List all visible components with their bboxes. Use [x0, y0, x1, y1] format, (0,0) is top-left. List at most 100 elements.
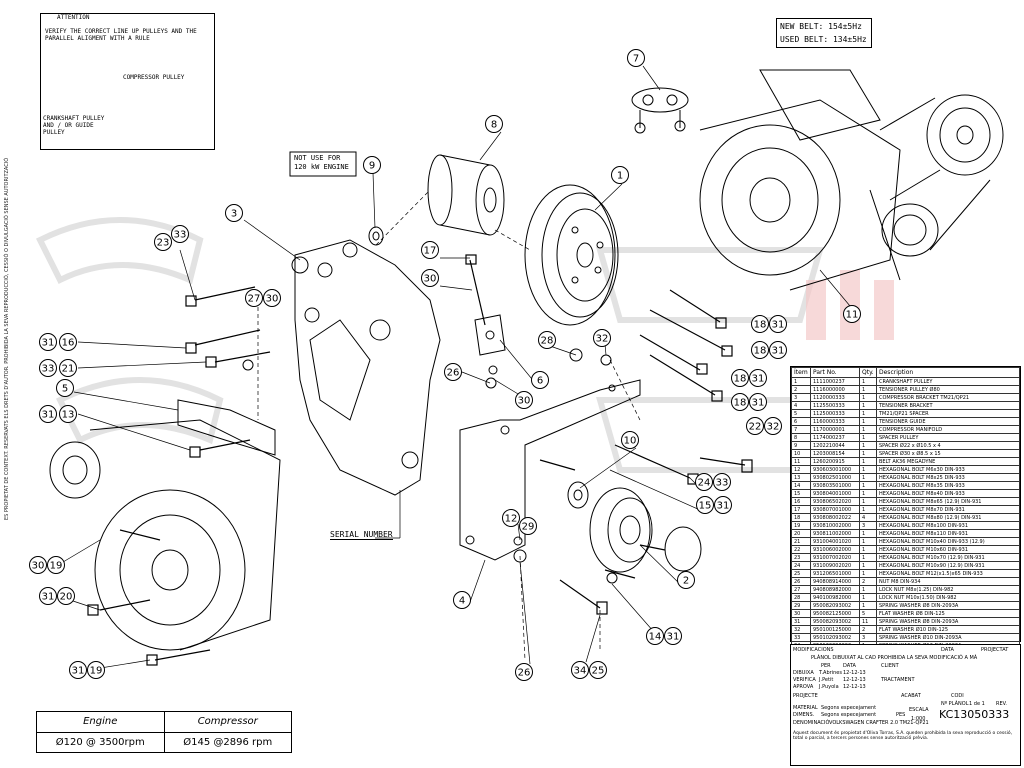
- callout-number: 31: [772, 346, 785, 357]
- tb-per-1: T.Abrines: [819, 670, 842, 676]
- part-item: 22: [791, 545, 811, 554]
- title-block: MODIFICACIONS DATA PROJECTAT PLÀNOL DIBU…: [790, 644, 1021, 766]
- callout-balloon: 18: [731, 369, 749, 387]
- part-description: HEXAGONAL BOLT M12(x1.5)x65 DIN-933: [876, 569, 1020, 578]
- part-number: 1125000333: [810, 409, 860, 418]
- tb-footer: Aquest document és propietat d'Oliva Tor…: [793, 731, 1013, 741]
- callout-balloon: 28: [538, 331, 556, 349]
- assembly-axes: [257, 189, 641, 661]
- callout-balloon: 17: [421, 241, 439, 259]
- callout-balloon: 27: [245, 289, 263, 307]
- part-qty: 1: [859, 385, 877, 394]
- callout-circle: [751, 341, 769, 359]
- part-item: 10: [791, 449, 811, 458]
- part-description: SPACER PULLEY: [876, 433, 1020, 442]
- part-qty: 1: [859, 505, 877, 514]
- part-description: TENSIONER PULLEY Ø80: [876, 385, 1020, 394]
- parts-header-description: Description: [876, 367, 1020, 378]
- part-number: 950082093002: [810, 617, 860, 626]
- engine-compressor-table: Engine Compressor Ø120 @ 3500rpm Ø145 @2…: [36, 711, 292, 753]
- tb-date-3: 12-12-13: [843, 684, 866, 690]
- compressor-assembled: [699, 69, 1004, 291]
- tensioner-bracket: [459, 379, 641, 561]
- callout-number: 7: [633, 54, 639, 65]
- part-qty: 2: [859, 577, 877, 586]
- tb-rev: REV.: [996, 701, 1007, 707]
- tb-per-header: PER: [821, 663, 831, 669]
- part-description: HEXAGONAL BOLT M10x90 (12.9) DIN-931: [876, 561, 1020, 570]
- callout-circle: [363, 156, 381, 174]
- callout-balloon: 31: [39, 333, 57, 351]
- part-item: 7: [791, 425, 811, 434]
- callout-number: 13: [62, 410, 75, 421]
- callout-number: 9: [369, 161, 375, 172]
- part-number: 1111000237: [810, 377, 860, 386]
- part-number: 1202210044: [810, 441, 860, 450]
- tb-mod-header: MODIFICACIONS: [793, 647, 834, 653]
- part-qty: 4: [859, 513, 877, 522]
- tb-tractament: TRACTAMENT: [881, 677, 915, 683]
- callout-number: 23: [157, 238, 170, 249]
- callout-number: 25: [592, 666, 605, 677]
- callout-circle: [515, 663, 533, 681]
- callout-balloon: 18: [731, 393, 749, 411]
- tb-escala-value: 1:000: [911, 716, 926, 722]
- callout-balloon: 21: [59, 359, 77, 377]
- part-number: 930804001000: [810, 489, 860, 498]
- callout-balloon: 26: [444, 363, 462, 381]
- callout-circle: [39, 405, 57, 423]
- part-qty: 5: [859, 609, 877, 618]
- part-qty: 1: [859, 561, 877, 570]
- part-item: 30: [791, 609, 811, 618]
- part-item: 26: [791, 577, 811, 586]
- callout-balloon: 31: [769, 341, 787, 359]
- spacer-10: [567, 481, 589, 509]
- callout-circle: [444, 363, 462, 381]
- callout-number: 16: [62, 338, 75, 349]
- callout-balloon: 12: [502, 509, 520, 527]
- callout-circle: [39, 587, 57, 605]
- tb-prohibited: PLÀNOL DIBUIXAT AL CAD PROHIBIDA LA SEVA…: [811, 655, 978, 661]
- callout-number: 31: [72, 666, 85, 677]
- tb-material: MATERIAL: [793, 705, 818, 711]
- callout-circle: [515, 391, 533, 409]
- part-number: 940808982000: [810, 585, 860, 594]
- tb-acabat: ACABAT: [901, 693, 921, 699]
- part-number: 950082093002: [810, 601, 860, 610]
- callout-number: 31: [717, 501, 730, 512]
- not-use-note: NOT USE FOR 120 kW ENGINE: [294, 154, 349, 171]
- tb-dimens-value: Segons especejament: [821, 712, 877, 718]
- part-number: 950102093002: [810, 633, 860, 642]
- callout-circle: [589, 661, 607, 679]
- callout-circle: [764, 417, 782, 435]
- callout-number: 31: [42, 410, 55, 421]
- part-number: 931009002020: [810, 561, 860, 570]
- part-description: COMPRESSOR BRACKET TM21/QP21: [876, 393, 1020, 402]
- part-description: HEXAGONAL BOLT M6x30 DIN-933: [876, 465, 1020, 474]
- part-number: 930807001000: [810, 505, 860, 514]
- part-item: 33: [791, 633, 811, 642]
- part-item: 15: [791, 489, 811, 498]
- callout-circle: [47, 556, 65, 574]
- part-qty: 1: [859, 545, 877, 554]
- tb-dimens: DIMENS.: [793, 712, 815, 718]
- tb-drawing-code: KC13050333: [939, 708, 1010, 721]
- part-number: 1160000333: [810, 417, 860, 426]
- part-item: 14: [791, 481, 811, 490]
- callout-balloon: 9: [363, 156, 381, 174]
- callout-balloon: 31: [664, 627, 682, 645]
- callout-circle: [56, 379, 74, 397]
- tb-aprova: APROVA: [793, 684, 814, 690]
